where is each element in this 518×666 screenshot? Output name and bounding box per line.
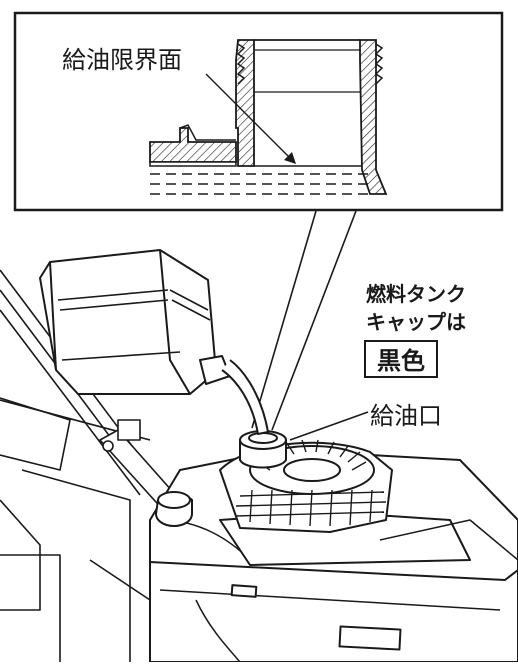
fill-limit-leader xyxy=(205,73,296,164)
fill-port-label: 給油口 xyxy=(370,402,442,430)
tank-top-section xyxy=(149,124,237,167)
inset-detail xyxy=(13,11,504,212)
callout-lines xyxy=(251,210,357,431)
filler-mouth xyxy=(239,430,287,469)
cap-note-line1: 燃料タンク xyxy=(366,282,466,306)
fill-limit-label: 給油限界面 xyxy=(62,46,182,74)
fuel-tank-cap xyxy=(155,491,193,527)
filler-neck-section xyxy=(235,39,388,195)
machine-illustration xyxy=(0,249,518,663)
fuel-level-lines xyxy=(150,173,368,195)
fuel-can xyxy=(39,249,269,435)
cap-note-line2: キャップは xyxy=(366,310,466,334)
cap-color-badge: 黒色 xyxy=(364,340,438,378)
